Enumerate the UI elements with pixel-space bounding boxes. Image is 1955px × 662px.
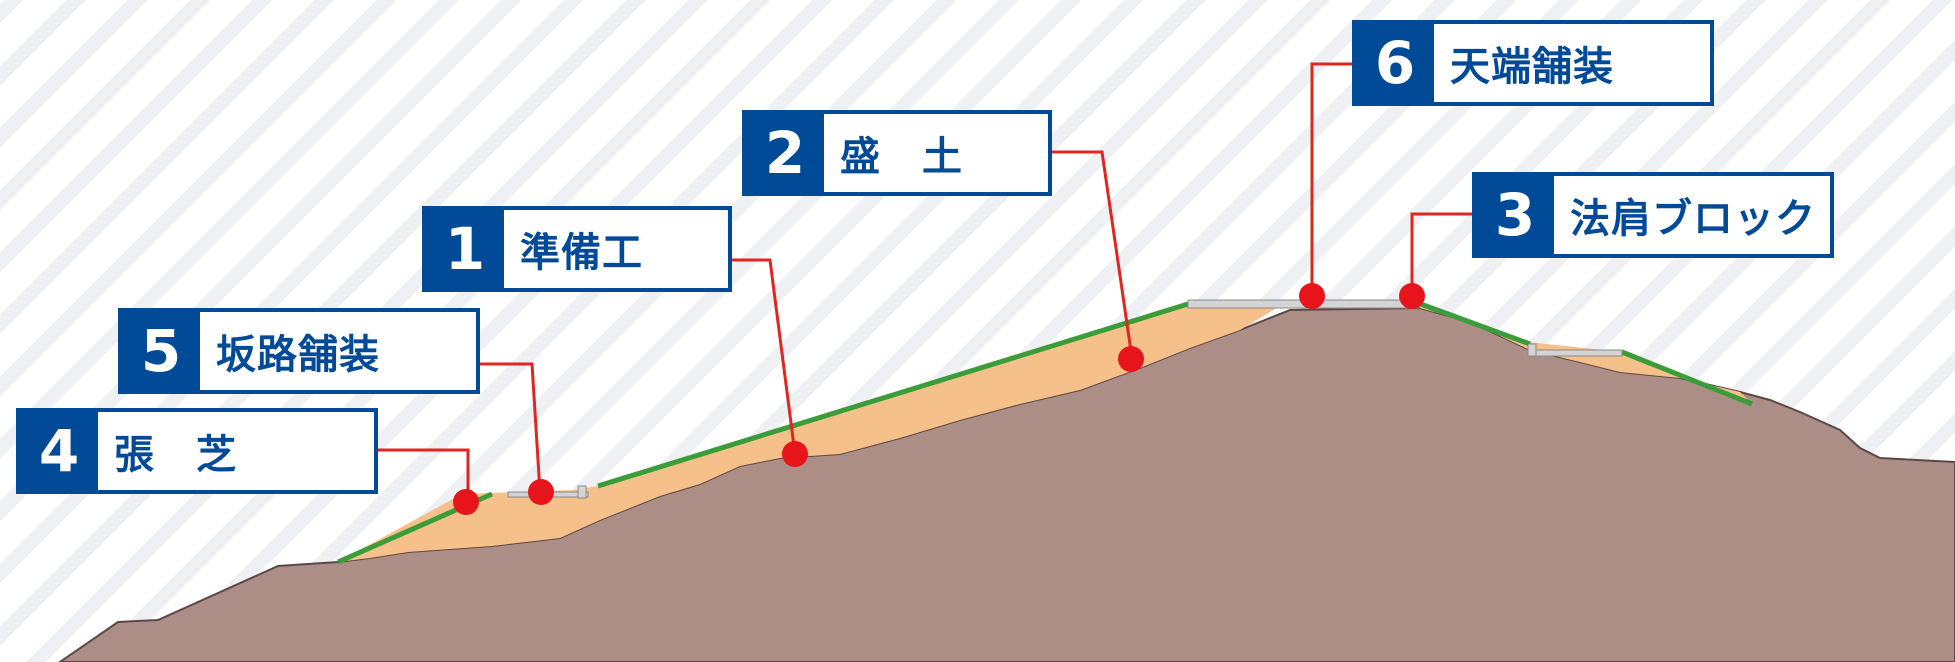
turf-main-slope: [597, 301, 1189, 489]
label-number: 3: [1476, 176, 1554, 254]
leader-line-3: [1410, 212, 1472, 296]
berm-curb: [1527, 343, 1537, 357]
label-text: 準備工: [520, 230, 643, 276]
label-box-turf: 4 張 芝: [16, 408, 378, 494]
label-box-ramp-paving: 5 坂路舗装: [118, 308, 480, 394]
leader-line-2: [1050, 150, 1134, 359]
marker-6: [1299, 283, 1325, 309]
ramp-curb: [577, 485, 587, 499]
label-box-preparation: 1 準備工: [422, 206, 732, 292]
label-text: 坂路舗装: [216, 332, 380, 378]
label-number: 5: [122, 312, 200, 390]
label-number: 6: [1356, 24, 1434, 102]
label-number: 1: [426, 210, 504, 288]
label-box-crest-paving: 6 天端舗装: [1352, 20, 1714, 106]
label-text: 天端舗装: [1450, 44, 1614, 90]
leader-line-4: [378, 448, 470, 500]
label-box-shoulder-block: 3 法肩ブロック: [1472, 172, 1834, 258]
leader-line-5: [480, 362, 542, 493]
label-number: 4: [20, 412, 98, 490]
marker-1: [782, 441, 808, 467]
label-number: 2: [746, 114, 824, 192]
leader-line-1: [732, 258, 797, 455]
berm-pavement: [1529, 349, 1623, 357]
turf-back-lower: [1621, 349, 1753, 407]
leader-line-6: [1310, 62, 1352, 296]
turf-back-upper: [1417, 300, 1531, 347]
label-text: 盛 土: [840, 134, 963, 180]
marker-3: [1399, 283, 1425, 309]
marker-4: [453, 489, 479, 515]
marker-2: [1118, 346, 1144, 372]
label-text: 張 芝: [114, 432, 237, 478]
marker-5: [528, 479, 554, 505]
label-text: 法肩ブロック: [1570, 196, 1816, 242]
label-box-embankment: 2 盛 土: [742, 110, 1052, 196]
